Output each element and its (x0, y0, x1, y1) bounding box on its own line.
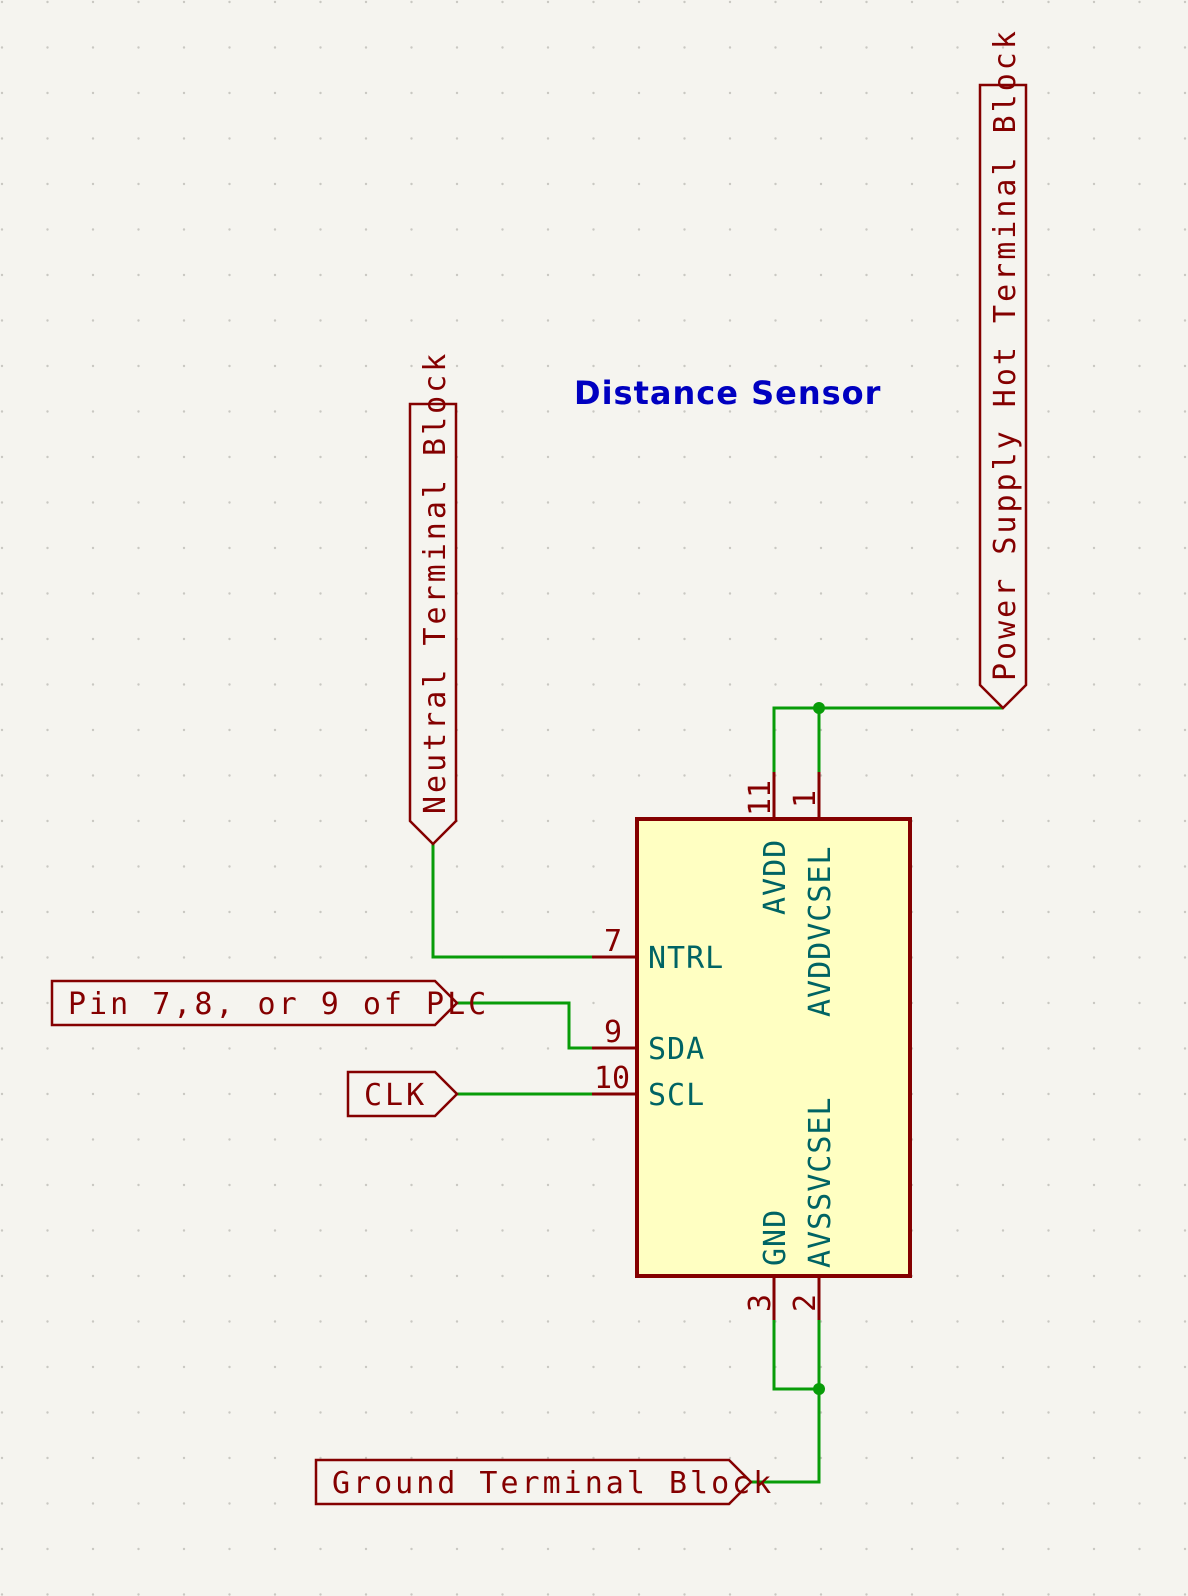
label-clk-shape[interactable] (346, 1070, 459, 1118)
pin-name-avssvcsel: AVSSVCSEL (803, 1096, 838, 1268)
wire-ground[interactable] (751, 1320, 821, 1484)
label-power-shape[interactable] (978, 83, 1028, 710)
pin-name-sda: SDA (648, 1032, 705, 1067)
pin-number-7: 7 (604, 924, 622, 959)
pin-name-avdd: AVDD (758, 839, 793, 915)
pin-name-ntrl: NTRL (648, 941, 724, 976)
junction-power (813, 702, 825, 714)
sensor-body[interactable] (635, 817, 912, 1278)
wire-sda[interactable] (457, 1001, 592, 1050)
pin-number-2: 2 (788, 1294, 823, 1312)
label-neutral-text: Neutral Terminal Block (418, 351, 453, 814)
wire-gnd-loop[interactable] (772, 1320, 819, 1391)
label-ground-shape[interactable] (314, 1458, 753, 1506)
pin-number-1: 1 (788, 790, 823, 808)
pin-name-avddvcsel: AVDDVCSEL (803, 845, 838, 1017)
label-ground-text: Ground Terminal Block (332, 1466, 774, 1501)
label-pin-plc-text: Pin 7,8, or 9 of PLC (68, 987, 489, 1022)
pin-number-3: 3 (743, 1294, 778, 1312)
wire-power-top[interactable] (772, 706, 1003, 772)
wire-neutral[interactable] (431, 844, 592, 959)
label-clk-text: CLK (364, 1078, 427, 1113)
pin-name-scl: SCL (648, 1078, 705, 1113)
junction-ground (813, 1383, 825, 1395)
label-neutral-shape[interactable] (408, 402, 458, 846)
pin-number-11: 11 (743, 780, 778, 816)
pin-number-9: 9 (604, 1015, 622, 1050)
sheet-title: Distance Sensor (574, 374, 881, 412)
label-pin-plc-shape[interactable] (50, 979, 459, 1027)
label-power-text: Power Supply Hot Terminal Block (988, 28, 1023, 681)
pin-number-10: 10 (594, 1061, 630, 1096)
pin-name-gnd: GND (758, 1209, 793, 1266)
